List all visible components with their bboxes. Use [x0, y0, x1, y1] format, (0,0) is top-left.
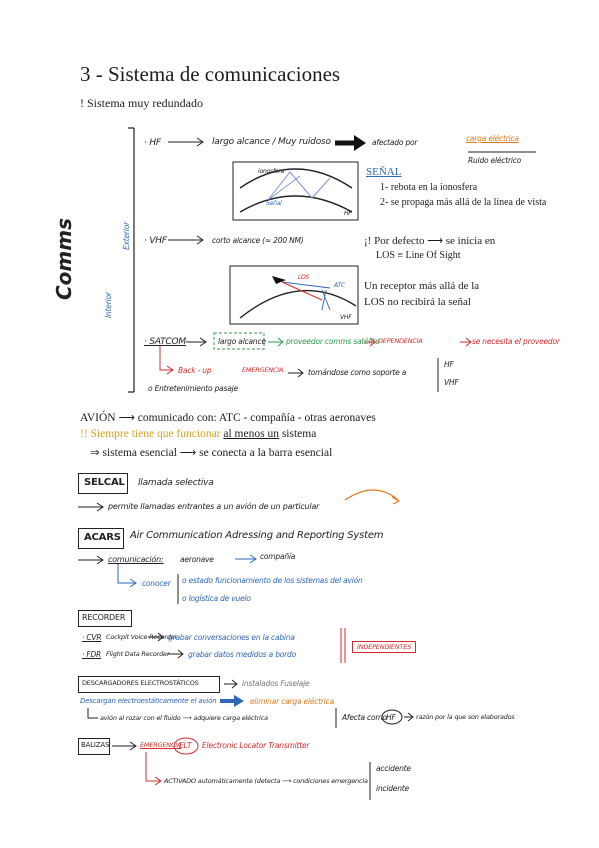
vhf-receiver-line-2: LOS no recibirá la señal: [364, 296, 471, 308]
selcal-description: llamada selectiva: [138, 478, 214, 488]
recorder-box: [78, 610, 132, 627]
selcal-label: SELCAL: [84, 477, 125, 488]
vhf-default-note: ¡! Por defecto ⟶ se inicia en: [364, 235, 496, 247]
avion-line-1: AVIÓN ⟶ comunicado con: ATC - compañía -…: [80, 412, 376, 424]
balizas-activated: ACTIVADO automáticamente (detecta ⟶ cond…: [164, 777, 368, 785]
discharge-description: Descargan electroestáticamente el avión: [80, 697, 217, 705]
comms-label: Comms: [52, 217, 76, 300]
acars-label: ACARS: [84, 532, 121, 543]
senal-item-2: 2- se propaga más allá de la línea de vi…: [380, 197, 547, 208]
selcal-permits: permite llamadas entrantes a un avión de…: [108, 502, 320, 511]
balizas-incident: incidente: [376, 784, 409, 793]
satcom-vhf: VHF: [444, 378, 459, 387]
discharge-installed: instalados Fuselaje: [242, 679, 310, 688]
avion-line-2-underline: al menos un: [223, 428, 279, 440]
vhf-description: corto alcance (≈ 200 NM): [212, 236, 304, 245]
satcom-needs-provider: se necesita el proveedor: [472, 337, 560, 346]
hf-affected-label: afectado por: [372, 138, 418, 147]
senal-item-1: 1- rebota en la ionosfera: [380, 182, 478, 193]
acars-aeronave: aeronave: [180, 555, 214, 564]
cvr-key: · CVR: [82, 633, 102, 642]
avion-line-3: ⇒ sistema esencial ⟶ se conecta a la bar…: [90, 447, 333, 459]
vhf-receiver-line-1: Un receptor más allá de la: [364, 280, 480, 292]
balizas-box: [78, 738, 110, 755]
satcom-entertainment: o Entretenimiento pasaje: [148, 384, 238, 393]
hf-diagram-ionosphere: ionosfera: [258, 168, 285, 175]
hf-diagram-hf: HF: [344, 210, 352, 217]
acars-communication: comunicación:: [108, 555, 164, 564]
hf-description: largo alcance / Muy ruidoso: [212, 137, 331, 147]
comms-exterior-label: Exterior: [122, 222, 131, 250]
discharge-label: DESCARGADORES ELECTROSTÁTICOS: [82, 679, 199, 687]
satcom-label: · SATCOM: [144, 337, 186, 347]
fdr-name: Flight Data Recorder: [106, 650, 170, 658]
satcom-description: largo alcance: [218, 337, 266, 346]
satcom-provider: proveedor comms satélite: [286, 337, 380, 346]
vhf-diagram-los: LOS: [298, 274, 310, 281]
acars-box: [78, 528, 124, 549]
fdr-key: · FDR: [82, 650, 102, 659]
balizas-label: BALIZAS: [81, 741, 110, 749]
hf-noise-label: Ruido eléctrico: [468, 156, 522, 165]
discharge-box: [78, 676, 220, 693]
avion-line-2-suffix: sistema: [278, 428, 317, 440]
satcom-hf: HF: [444, 360, 454, 369]
balizas-emergency: EMERGENCIA: [140, 741, 182, 749]
satcom-backbone: tomándose como soporte a: [308, 368, 407, 377]
vhf-label: · VHF: [144, 236, 167, 246]
hf-static-label: carga eléctrica: [466, 134, 519, 143]
hf-label: · HF: [144, 138, 161, 148]
acars-company: compañía: [260, 552, 296, 561]
cvr-name: Cockpit Voice Recorder: [106, 633, 178, 641]
satcom-emergency: EMERGENCIA: [242, 366, 284, 374]
avion-line-2: !! Siempre tiene que funcionar al menos …: [80, 428, 316, 440]
discharge-hf: HF: [386, 713, 396, 722]
discharge-reason: razón por la que son elaborados: [416, 713, 515, 721]
page-subtitle: ! Sistema muy redundado: [80, 96, 203, 110]
discharge-rub: avión al rozar con el fluido ⟶ adquiere …: [100, 714, 268, 722]
acars-description: Air Communication Adressing and Reportin…: [130, 530, 384, 541]
discharge-remove: eliminar carga eléctrica: [250, 697, 334, 706]
vhf-diagram-atc: ATC: [334, 282, 345, 289]
acars-logistics: o logística de vuelo: [182, 594, 251, 603]
cvr-description: grabar conversaciones en la cabina: [168, 633, 295, 642]
hf-diagram-signal: Señal: [266, 200, 282, 207]
fdr-description: grabar datos medidos a bordo: [188, 650, 297, 659]
vhf-los-line: LOS ≡ Line Of Sight: [376, 250, 461, 261]
acars-state: o estado funcionamiento de los sistemas …: [182, 576, 363, 585]
page-title: 3 - Sistema de comunicaciones: [80, 62, 341, 86]
vhf-diagram-vhf: VHF: [340, 314, 352, 321]
selcal-box: [78, 473, 128, 494]
avion-line-2-prefix: !! Siempre tiene que funcionar: [80, 428, 224, 440]
comms-interior-label: Interior: [104, 292, 113, 318]
recorder-label: RECORDER: [82, 613, 126, 622]
acars-know: conocer: [142, 579, 171, 588]
balizas-elt-name: Electronic Locator Transmitter: [202, 741, 310, 750]
satcom-backup: Back - up: [178, 366, 212, 375]
balizas-elt: ELT: [179, 741, 192, 750]
senal-title: SEÑAL: [366, 166, 402, 178]
discharge-affects: Afecta como: [342, 713, 387, 722]
balizas-accident: accidente: [376, 764, 411, 773]
recorder-independent: INDEPENDIENTES: [352, 641, 417, 653]
satcom-dependency: DEPENDENCIA: [378, 337, 423, 345]
